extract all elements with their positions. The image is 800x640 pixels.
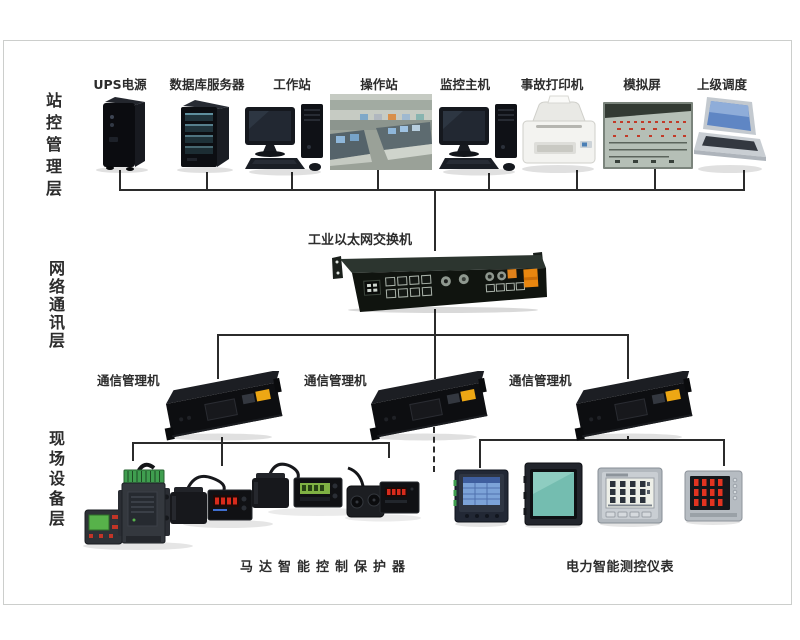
connector-monitor-drop <box>488 173 490 190</box>
connector-comm3-out <box>627 436 629 441</box>
connector-bus-to-switch <box>434 189 436 251</box>
rack-switch-icon <box>332 252 547 313</box>
power-meter-devices-icon <box>453 462 743 528</box>
device-comm-manager-1 <box>160 371 290 443</box>
laptop-icon <box>694 97 766 173</box>
label-superior-dispatch: 上级调度 <box>696 77 747 92</box>
label-mimic-screen: 模拟屏 <box>623 77 661 92</box>
comm-manager-rack-icon <box>369 371 488 441</box>
connector-motor-bus-left-end <box>132 442 134 461</box>
device-ethernet-switch <box>328 246 550 314</box>
connector-server-drop <box>206 172 208 190</box>
outer-frame <box>3 40 792 605</box>
label-workstation: 工作站 <box>273 77 311 92</box>
connector-mimic-drop <box>654 166 656 190</box>
connector-network-bus <box>217 334 629 336</box>
device-operator-station <box>330 94 432 170</box>
ups-tower-icon <box>96 97 148 173</box>
comm-manager-rack-icon <box>164 371 283 441</box>
device-ups <box>88 95 162 175</box>
label-monitor-host: 监控主机 <box>439 77 490 92</box>
layer-label-station-control: 站控管理层 <box>43 92 62 202</box>
connector-switch-down <box>434 309 436 336</box>
connector-meter-bus-right-end <box>723 439 725 466</box>
connector-comm2-dashed <box>433 427 435 472</box>
device-workstation <box>243 99 329 177</box>
device-superior-dispatch <box>694 95 766 175</box>
connector-dispatch-drop <box>743 170 745 190</box>
device-mimic-screen <box>603 102 693 169</box>
layer-label-field-device: 现场设备层 <box>46 430 65 530</box>
connector-printer-drop <box>576 170 578 190</box>
device-comm-manager-2 <box>365 371 495 443</box>
label-database-server: 数据库服务器 <box>169 77 245 92</box>
label-power-meters: 电力智能测控仪表 <box>565 560 674 575</box>
device-group-motor-protectors <box>78 452 423 552</box>
connector-comm3-drop <box>627 334 629 379</box>
device-group-power-meters <box>450 458 746 528</box>
label-operator-station: 操作站 <box>360 77 398 92</box>
comm-manager-rack-icon <box>574 371 693 441</box>
device-comm-manager-3 <box>570 371 700 443</box>
monitor-host-computer-icon <box>439 104 517 176</box>
laser-printer-icon <box>522 95 596 173</box>
connector-workstation-drop <box>291 172 293 190</box>
label-comm-manager-2: 通信管理机 <box>304 373 367 388</box>
connector-motor-bus <box>132 442 390 444</box>
label-motor-protectors: 马达智能控制保护器 <box>239 560 411 575</box>
motor-protector-devices-icon <box>83 462 421 550</box>
label-ethernet-switch: 工业以太网交换机 <box>308 233 413 248</box>
server-tower-icon <box>177 100 233 173</box>
connector-comm2-drop <box>434 334 436 379</box>
connector-station-bus <box>119 189 745 191</box>
label-comm-manager-3: 通信管理机 <box>509 373 572 388</box>
layer-label-network-comm: 网络通讯层 <box>46 260 65 350</box>
device-monitor-host <box>437 99 523 177</box>
label-comm-manager-1: 通信管理机 <box>97 373 160 388</box>
connector-meter-bus-left-end <box>479 439 481 468</box>
connector-motor-bus-right-end <box>388 442 390 458</box>
connector-comm1-out <box>221 437 223 466</box>
device-accident-printer <box>516 95 602 175</box>
mimic-panel-icon <box>603 102 693 169</box>
connector-operator-drop <box>377 168 379 190</box>
device-database-server <box>171 97 241 175</box>
connector-meter-bus <box>479 439 725 441</box>
label-ups: UPS电源 <box>93 77 147 92</box>
connector-comm1-drop <box>217 334 219 379</box>
workstation-computer-icon <box>245 104 323 176</box>
control-room-photo-icon <box>330 94 432 170</box>
connector-ups-drop <box>119 170 121 190</box>
label-accident-printer: 事故打印机 <box>520 77 584 92</box>
